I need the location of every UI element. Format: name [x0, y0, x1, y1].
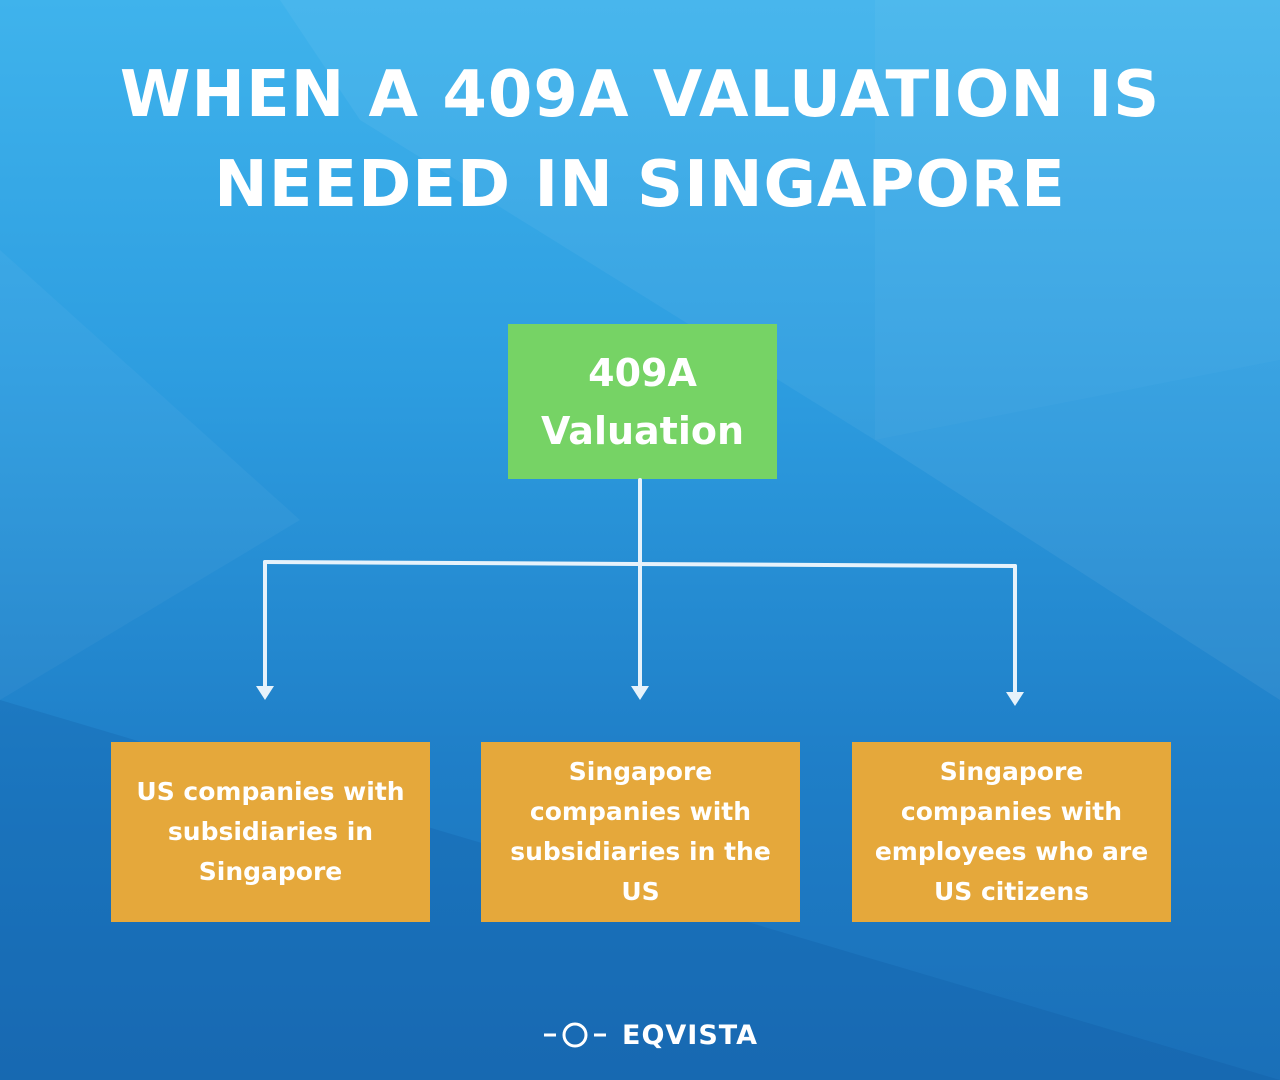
arrowhead-right-icon: [1006, 692, 1024, 706]
child-node-singapore-us-employees: Singapore companies with employees who a…: [852, 742, 1171, 922]
title-line-1: WHEN A 409A VALUATION IS: [119, 58, 1161, 132]
child-node-label: US companies with subsidiaries in Singap…: [136, 777, 405, 886]
page-title: WHEN A 409A VALUATION IS NEEDED IN SINGA…: [40, 50, 1240, 230]
title-line-2: NEEDED IN SINGAPORE: [214, 148, 1066, 222]
child-node-label: Singapore companies with subsidiaries in…: [510, 757, 771, 906]
child-node-label: Singapore companies with employees who a…: [874, 757, 1149, 906]
root-node-409a-valuation: 409A Valuation: [508, 324, 777, 479]
logo-text: EQVISTA: [622, 1019, 759, 1051]
eqvista-logo-icon: [544, 1022, 606, 1048]
eqvista-logo: EQVISTA: [540, 1015, 760, 1055]
arrowhead-left-icon: [256, 686, 274, 700]
root-node-label-line-1: 409A: [588, 350, 697, 395]
child-node-singapore-subsidiaries-us: Singapore companies with subsidiaries in…: [481, 742, 800, 922]
arrowhead-middle-icon: [631, 686, 649, 700]
horizontal-branch-line: [263, 560, 1017, 568]
child-node-us-companies: US companies with subsidiaries in Singap…: [111, 742, 430, 922]
root-node-label-line-2: Valuation: [540, 408, 745, 453]
